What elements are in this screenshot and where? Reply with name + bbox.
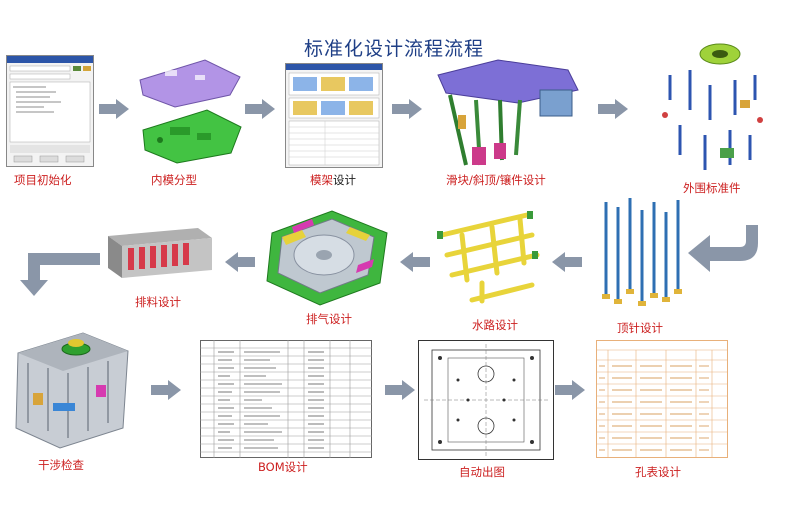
step-slider-lifter-label: 滑块/斜顶/镶件设计 [446, 173, 546, 187]
step-auto-drawing-image [418, 340, 554, 460]
step-moldbase-image [285, 63, 383, 168]
step-ejector-pin-label: 顶针设计 [617, 321, 663, 335]
step-bom-image [200, 340, 372, 458]
flow-arrow-right-icon [99, 99, 129, 123]
diagram-title: 标准化设计流程流程 [303, 38, 484, 60]
step-hole-table-image [596, 340, 728, 458]
step-core-parting-image [135, 55, 245, 170]
flow-arrow-curve-icon [686, 225, 761, 279]
flow-arrow-left-icon [552, 252, 582, 276]
step-project-init-image [6, 55, 94, 167]
flow-arrow-right-icon [392, 99, 422, 123]
flow-arrow-right-icon [151, 380, 181, 404]
flow-arrow-right-icon [598, 99, 628, 123]
step-moldbase-label-black: 设计 [333, 173, 356, 187]
step-standard-parts-label: 外围标准件 [683, 181, 741, 195]
flow-arrow-right-icon [385, 380, 415, 404]
step-discharge-image [108, 228, 213, 280]
step-cooling-image [432, 205, 547, 313]
step-bom-label: BOM设计 [258, 460, 308, 474]
step-standard-parts-image [650, 40, 770, 180]
step-hole-table-label: 孔表设计 [635, 465, 681, 479]
step-interference-image [8, 323, 132, 451]
step-slider-lifter-image [428, 55, 588, 170]
step-venting-label: 排气设计 [306, 312, 352, 326]
flow-arrow-curve-icon [20, 248, 100, 302]
step-interference-label: 干涉检查 [38, 458, 84, 472]
step-discharge-label: 排料设计 [135, 295, 181, 309]
flow-arrow-left-icon [400, 252, 430, 276]
step-auto-drawing-label: 自动出图 [459, 465, 505, 479]
flow-arrow-right-icon [555, 380, 585, 404]
flow-arrow-left-icon [225, 252, 255, 276]
step-core-parting-label: 内模分型 [151, 173, 197, 187]
step-cooling-label: 水路设计 [472, 318, 518, 332]
step-project-init-label: 项目初始化 [14, 173, 72, 187]
step-ejector-pin-image [596, 192, 688, 310]
step-moldbase-label-red: 模架 [310, 173, 333, 187]
step-moldbase-label: 模架设计 [310, 172, 356, 188]
flow-arrow-right-icon [245, 99, 275, 123]
step-venting-image [262, 203, 390, 311]
